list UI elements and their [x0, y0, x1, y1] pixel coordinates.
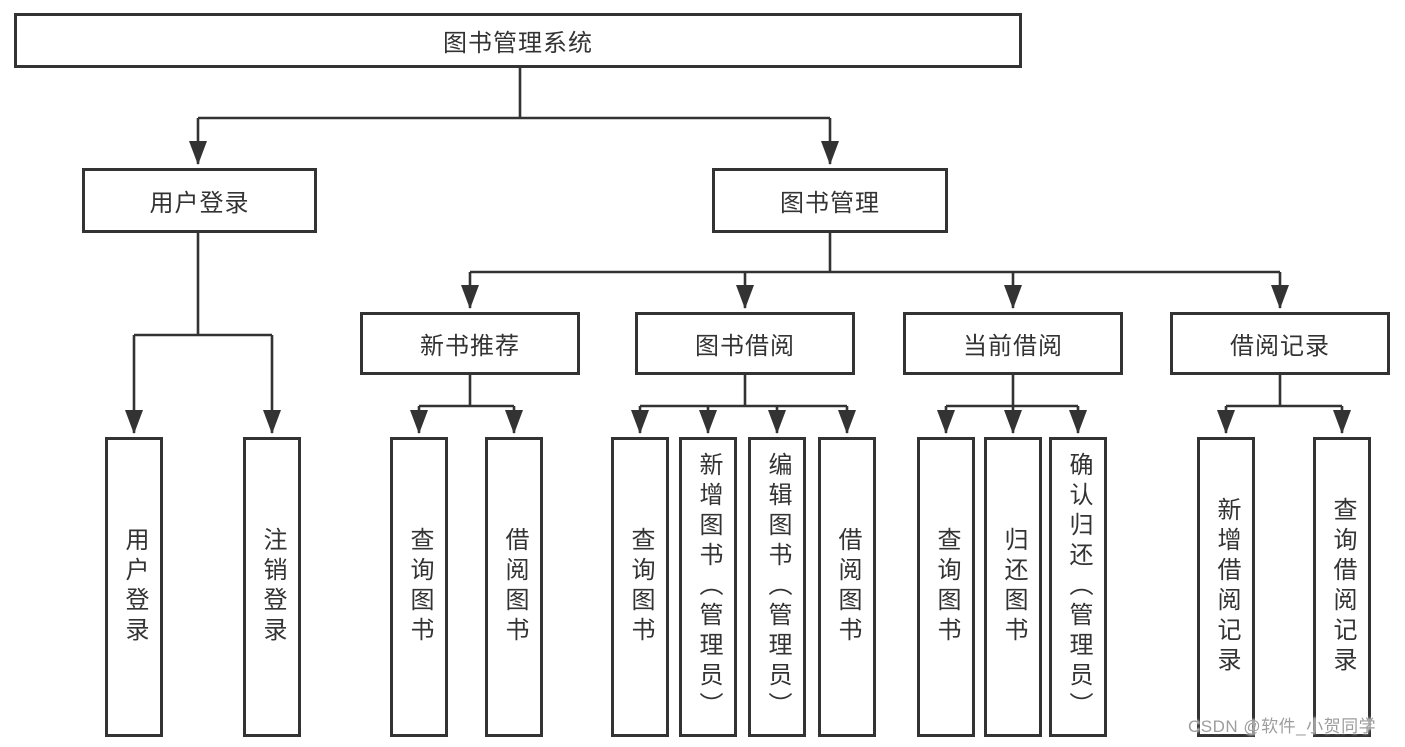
leaf-confirm-return-admin: 确认归还（管理员）: [1049, 437, 1107, 737]
node-book-management: 图书管理: [712, 168, 948, 233]
leaf-edit-books-admin: 编辑图书（管理员）: [748, 437, 806, 737]
node-book-borrow: 图书借阅: [635, 312, 855, 375]
node-user-login: 用户登录: [82, 168, 317, 233]
leaf-user-login: 用户登录: [105, 437, 163, 737]
node-library-system: 图书管理系统: [14, 13, 1022, 68]
leaf-query-books-current: 查询图书: [917, 437, 975, 737]
node-current-borrow: 当前借阅: [903, 312, 1123, 375]
node-new-book-recommend: 新书推荐: [360, 312, 580, 375]
leaf-borrow-books: 借阅图书: [818, 437, 876, 737]
leaf-add-borrow-record: 新增借阅记录: [1197, 437, 1255, 737]
node-borrow-records: 借阅记录: [1170, 312, 1390, 375]
leaf-query-borrow-record: 查询借阅记录: [1313, 437, 1371, 737]
leaf-borrow-books-recommend: 借阅图书: [485, 437, 543, 737]
leaf-add-books-admin: 新增图书（管理员）: [679, 437, 737, 737]
leaf-logout: 注销登录: [243, 437, 301, 737]
leaf-return-books: 归还图书: [984, 437, 1042, 737]
leaf-query-books-recommend: 查询图书: [390, 437, 448, 737]
watermark: CSDN @软件_小贺同学: [1188, 717, 1377, 736]
leaf-query-books-borrow: 查询图书: [611, 437, 669, 737]
